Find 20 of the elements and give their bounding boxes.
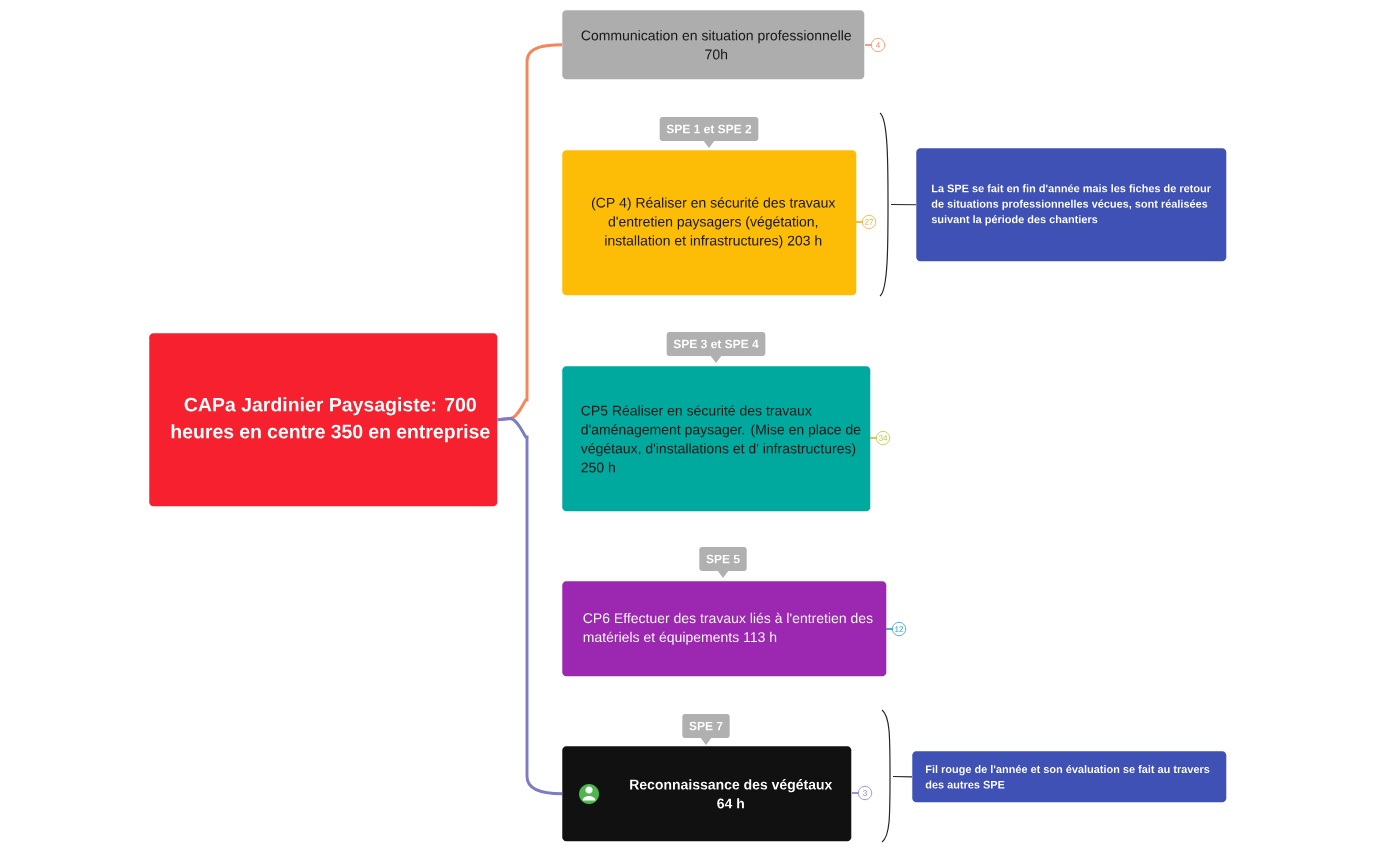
count-badge: 4 <box>864 37 886 53</box>
spe-tag: SPE 5 <box>699 547 747 578</box>
topic-box: CP5 Réaliser en sécurité des travaux d'aménagement paysager. (Mise en place de végétaux, d'installations et d' infrastructures) 250 h <box>562 366 871 512</box>
topic-box: CAPa Jardinier Paysagiste: 700 heures en centre 350 en entreprise <box>149 333 498 507</box>
connector <box>497 417 563 796</box>
topic-box: Reconnaissance des végétaux 64 h <box>562 746 852 842</box>
connector <box>879 112 917 297</box>
topic-box: CP6 Effectuer des travaux liés à l'entretien des matériels et équipements 113 h <box>562 581 887 677</box>
connector <box>881 709 913 843</box>
spe-tag: SPE 7 <box>682 714 730 745</box>
spe-tag: SPE 3 et SPE 4 <box>666 332 766 363</box>
note-box: Fil rouge de l'année et son évaluation se fait au travers des autres SPE <box>912 751 1227 803</box>
count-badge: 12 <box>885 621 907 637</box>
spe-tag: SPE 1 et SPE 2 <box>659 117 759 148</box>
topic-box: Communication en situation professionnelle 70h <box>562 10 865 80</box>
count-badge: 34 <box>869 430 891 446</box>
count-badge: 3 <box>851 785 873 801</box>
count-badge: 27 <box>855 214 877 230</box>
topic-box: (CP 4) Réaliser en sécurité des travaux d'entretien paysagers (végétation, installation et infrastructures) 203 h <box>562 150 857 296</box>
note-box: La SPE se fait en fin d'année mais les fiches de retour de situations professionnelles vécues, sont réalisées suivant la période des chantiers <box>916 148 1227 262</box>
